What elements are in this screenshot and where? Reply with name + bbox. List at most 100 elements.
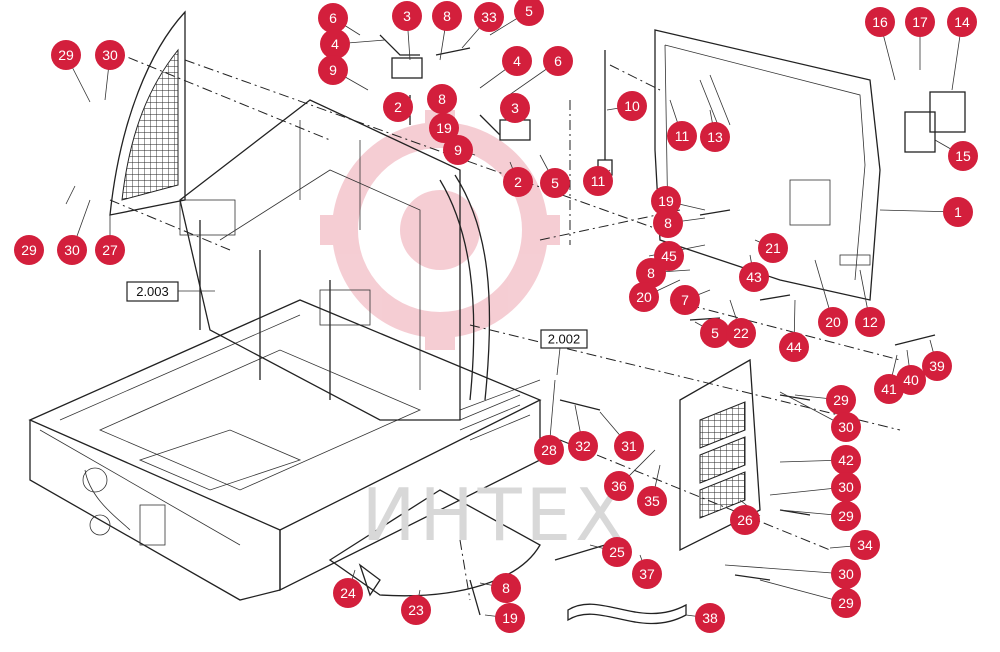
callout-badge[interactable]: 21 [758,233,788,263]
callout-badge[interactable]: 8 [427,84,457,114]
callout-badge[interactable]: 30 [831,472,861,502]
callout-badge[interactable]: 1 [943,197,973,227]
callout-badge[interactable]: 39 [922,351,952,381]
svg-text:11: 11 [675,128,690,144]
callout-badge[interactable]: 29 [831,501,861,531]
callout-badge[interactable]: 33 [474,2,504,32]
callout-badge[interactable]: 5 [700,318,730,348]
svg-text:34: 34 [857,537,873,553]
callout-badge[interactable]: 31 [614,431,644,461]
callout-badge[interactable]: 30 [831,559,861,589]
callout-badge[interactable]: 20 [818,307,848,337]
callout-badge[interactable]: 14 [947,7,977,37]
svg-text:42: 42 [838,452,854,468]
callout-badge[interactable]: 34 [850,530,880,560]
reference-box-2002: 2.002 [540,329,588,376]
svg-text:29: 29 [838,508,854,524]
callout-badge[interactable]: 4 [502,46,532,76]
svg-text:1: 1 [954,204,962,220]
svg-text:3: 3 [511,100,519,116]
svg-text:8: 8 [502,580,510,596]
callout-badge[interactable]: 29 [51,40,81,70]
svg-text:8: 8 [664,215,672,231]
callout-badge[interactable]: 26 [730,505,760,535]
callout-badge[interactable]: 2 [503,167,533,197]
callout-badge[interactable]: 2 [383,92,413,122]
callout-badge[interactable]: 27 [95,235,125,265]
callout-badge[interactable]: 43 [739,262,769,292]
callout-badge[interactable]: 9 [318,55,348,85]
callout-badge[interactable]: 32 [568,431,598,461]
callout-badge[interactable]: 35 [637,486,667,516]
callout-badge[interactable]: 3 [392,1,422,31]
side-grille-panel-left [109,10,186,216]
explode-lines [109,49,901,601]
callout-badge[interactable]: 4 [320,29,350,59]
svg-text:ИНТЕХ: ИНТЕХ [362,473,629,557]
callout-badge[interactable]: 22 [726,318,756,348]
callout-badge[interactable]: 13 [700,122,730,152]
svg-text:30: 30 [838,566,854,582]
svg-text:6: 6 [329,10,337,26]
callout-badge[interactable]: 16 [865,7,895,37]
svg-text:38: 38 [702,610,718,626]
svg-text:24: 24 [340,585,356,601]
callout-badge[interactable]: 30 [831,412,861,442]
svg-text:40: 40 [903,372,919,388]
callout-badge[interactable]: 19 [495,603,525,633]
callout-badge[interactable]: 36 [604,471,634,501]
callout-badge[interactable]: 8 [491,573,521,603]
callout-badge[interactable]: 38 [695,603,725,633]
callout-badge[interactable]: 30 [95,40,125,70]
callout-badge[interactable]: 11 [667,121,697,151]
svg-text:15: 15 [955,148,971,164]
callout-badge[interactable]: 9 [443,135,473,165]
svg-text:20: 20 [636,289,652,305]
callout-badge[interactable]: 17 [905,7,935,37]
callout-badge[interactable]: 6 [318,3,348,33]
svg-text:20: 20 [825,314,841,330]
callout-badge[interactable]: 37 [632,559,662,589]
callout-badge[interactable]: 20 [629,282,659,312]
callout-badge[interactable]: 3 [500,93,530,123]
svg-text:14: 14 [954,14,970,30]
callout-badge[interactable]: 15 [948,141,978,171]
callout-badge[interactable]: 29 [14,235,44,265]
callout-badge[interactable]: 40 [896,365,926,395]
svg-text:19: 19 [658,193,674,209]
callout-badge[interactable]: 6 [543,46,573,76]
svg-text:31: 31 [621,438,637,454]
callout-badge[interactable]: 7 [670,285,700,315]
callout-badge[interactable]: 5 [540,168,570,198]
svg-text:9: 9 [454,142,462,158]
svg-text:33: 33 [481,9,497,25]
callout-badge[interactable]: 29 [831,588,861,618]
svg-text:41: 41 [881,381,897,397]
callout-badge[interactable]: 8 [432,1,462,31]
callout-badge[interactable]: 44 [779,332,809,362]
callout-badge[interactable]: 24 [333,578,363,608]
svg-text:19: 19 [436,120,452,136]
callout-badge[interactable]: 19 [651,186,681,216]
callout-badge[interactable]: 11 [583,166,613,196]
callout-badge[interactable]: 10 [617,91,647,121]
svg-text:22: 22 [733,325,749,341]
svg-text:30: 30 [64,242,80,258]
callout-badge[interactable]: 23 [401,595,431,625]
callout-badge[interactable]: 5 [514,0,544,26]
upright-frame [179,99,491,421]
svg-text:30: 30 [838,479,854,495]
callout-badge[interactable]: 8 [653,208,683,238]
callout-badge[interactable]: 42 [831,445,861,475]
svg-text:5: 5 [711,325,719,341]
svg-text:21: 21 [765,240,781,256]
callout-badge[interactable]: 8 [636,258,666,288]
callout-badge[interactable]: 30 [57,235,87,265]
callout-badge[interactable]: 19 [429,113,459,143]
callout-badge[interactable]: 12 [855,307,885,337]
callout-badge[interactable]: 28 [534,435,564,465]
callout-badge[interactable]: 25 [602,537,632,567]
svg-text:35: 35 [644,493,660,509]
callout-badge[interactable]: 29 [826,385,856,415]
svg-text:29: 29 [833,392,849,408]
